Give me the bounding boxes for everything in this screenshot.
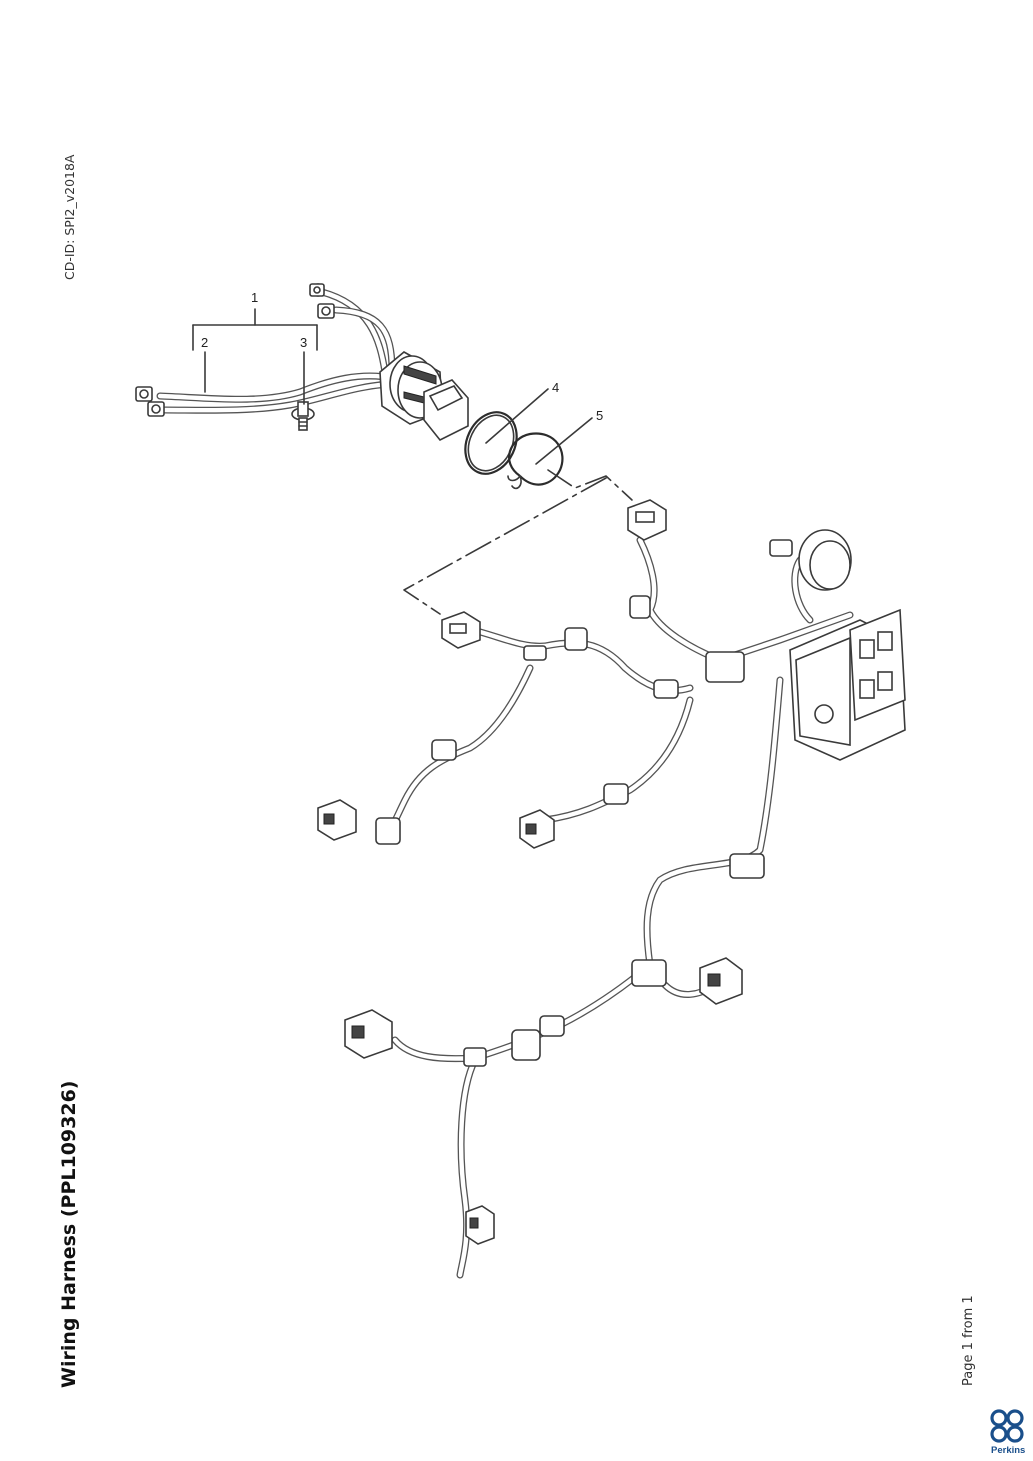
callout-1: 1 [251, 290, 258, 305]
connector-left-bottom [344, 1009, 393, 1059]
ring-terminal-lower-2 [147, 401, 165, 417]
connector-middle-lower [519, 809, 555, 849]
bulkhead-connector [379, 351, 469, 442]
callout-3: 3 [300, 335, 307, 350]
ring-terminal-upper-2 [317, 303, 335, 319]
ring-terminal-lower-1 [135, 386, 153, 402]
callout-2: 2 [201, 335, 208, 350]
connector-bottom [465, 1205, 495, 1245]
callout-5: 5 [596, 408, 603, 423]
harness-clip-item-3 [291, 401, 315, 431]
ring-terminal-upper-1 [309, 283, 325, 297]
brand-name: Perkins [991, 1445, 1025, 1456]
callout-numbers: 1 2 3 4 5 [201, 290, 603, 423]
ecu-module [789, 608, 906, 761]
sensor-top-right [769, 529, 852, 591]
circlip-item-5 [507, 432, 564, 490]
callout-leaders [192, 308, 593, 465]
harness-clips [375, 595, 765, 1067]
connector-mating-left [441, 611, 481, 649]
connector-left-lower [317, 799, 357, 841]
connector-right-lower [699, 957, 743, 1005]
callout-4: 4 [552, 380, 559, 395]
main-wiring-harness [317, 499, 906, 1279]
exploded-connector-assembly [135, 283, 469, 442]
assembly-reference-line [403, 469, 633, 615]
perkins-logo-icon: Perkins [990, 1409, 1025, 1456]
connector-top-mating [627, 499, 667, 541]
